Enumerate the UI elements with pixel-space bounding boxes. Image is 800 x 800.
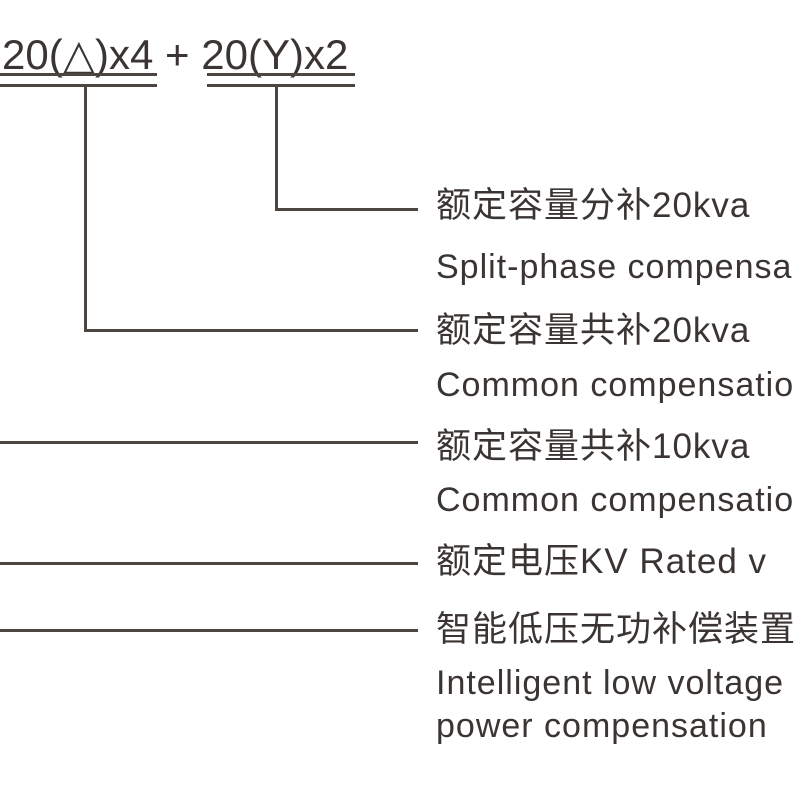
model-code: 20(△)x4 + 20(Y)x2: [2, 33, 348, 77]
label-4-chinese: 额定电压KV Rated v: [436, 542, 768, 581]
underline-segment-1: [0, 73, 157, 76]
model-code-separator: +: [153, 31, 202, 78]
stem-line-segment-1: [84, 84, 87, 332]
connector-line-5: [0, 629, 418, 632]
stem-line-segment-2: [275, 84, 278, 211]
connector-line-2: [84, 329, 418, 332]
connector-line-3: [0, 441, 418, 444]
label-1-chinese: 额定容量分补20kva: [436, 186, 751, 225]
label-2-english: Common compensatio: [436, 366, 795, 404]
label-3-chinese: 额定容量共补10kva: [436, 427, 751, 466]
label-2-chinese: 额定容量共补20kva: [436, 311, 751, 350]
label-3-english: Common compensatio: [436, 481, 795, 519]
underline-segment-2: [207, 73, 355, 76]
bracket-line-segment-1: [0, 84, 157, 87]
label-5-english-line-2: power compensation: [436, 707, 768, 745]
label-1-english: Split-phase compensa: [436, 248, 793, 286]
label-5-chinese: 智能低压无功补偿装置: [436, 610, 797, 649]
connector-line-4: [0, 562, 418, 565]
model-code-segment-1: 20(△)x4: [2, 31, 154, 78]
model-code-segment-2: 20(Y)x2: [201, 31, 349, 78]
label-5-english-line-1: Intelligent low voltage: [436, 664, 785, 702]
bracket-line-segment-2: [207, 84, 355, 87]
connector-line-1: [275, 208, 418, 211]
